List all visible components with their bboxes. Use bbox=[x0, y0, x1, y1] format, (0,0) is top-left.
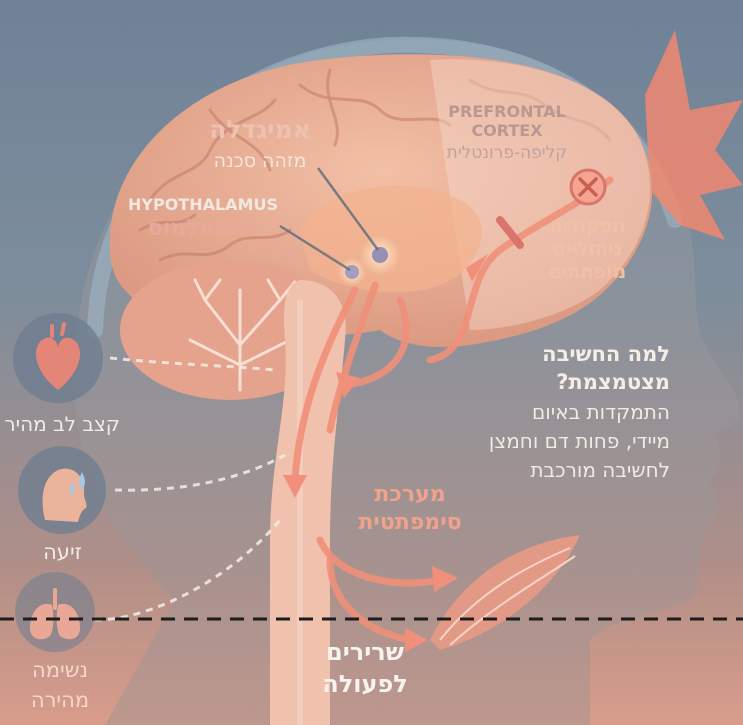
muscles-line1: שרירים bbox=[300, 638, 430, 666]
amygdala-role-label: מזהה סכנה bbox=[185, 150, 335, 172]
sympathetic-line1: מערכת bbox=[340, 482, 480, 507]
sympathetic-line2: סימפתטית bbox=[330, 510, 490, 535]
explanation-answer-line3: לחשיבה מורכבת bbox=[420, 458, 670, 482]
sweating-head-icon bbox=[18, 446, 106, 534]
explanation-answer-line1: התמקדות באיום bbox=[420, 400, 670, 424]
breath-label-line2: מהירה bbox=[5, 688, 115, 712]
executive-line2: ניהוליים bbox=[530, 238, 645, 260]
explanation-question-line2: מצטמצמת? bbox=[480, 370, 670, 394]
prefrontal-en-line2: CORTEX bbox=[437, 121, 577, 140]
explanation-answer-line2: מיידי, פחות דם וחמצן bbox=[420, 429, 670, 453]
hypothalamus-he-label: היפותלמוס bbox=[128, 216, 278, 241]
prefrontal-en-line1: PREFRONTAL bbox=[437, 102, 577, 121]
lungs-icon bbox=[15, 572, 95, 652]
sweat-label: זיעה bbox=[20, 540, 105, 564]
breath-label-line1: נשימה bbox=[5, 658, 115, 682]
explanation-question-line1: למה החשיבה bbox=[480, 342, 670, 366]
amygdala-label: אמיגדלה bbox=[190, 115, 330, 144]
executive-line1: תפקודים bbox=[530, 215, 645, 237]
heart-icon bbox=[13, 313, 103, 403]
hypothalamus-en-label: HYPOTHALAMUS bbox=[118, 195, 288, 214]
heart-rate-label: קצב לב מהיר bbox=[0, 412, 120, 436]
prefrontal-he-label: קליפה-פרונטלית bbox=[432, 143, 582, 163]
executive-line3: מופחתים bbox=[530, 261, 645, 283]
muscles-line2: לפעולה bbox=[300, 670, 430, 698]
